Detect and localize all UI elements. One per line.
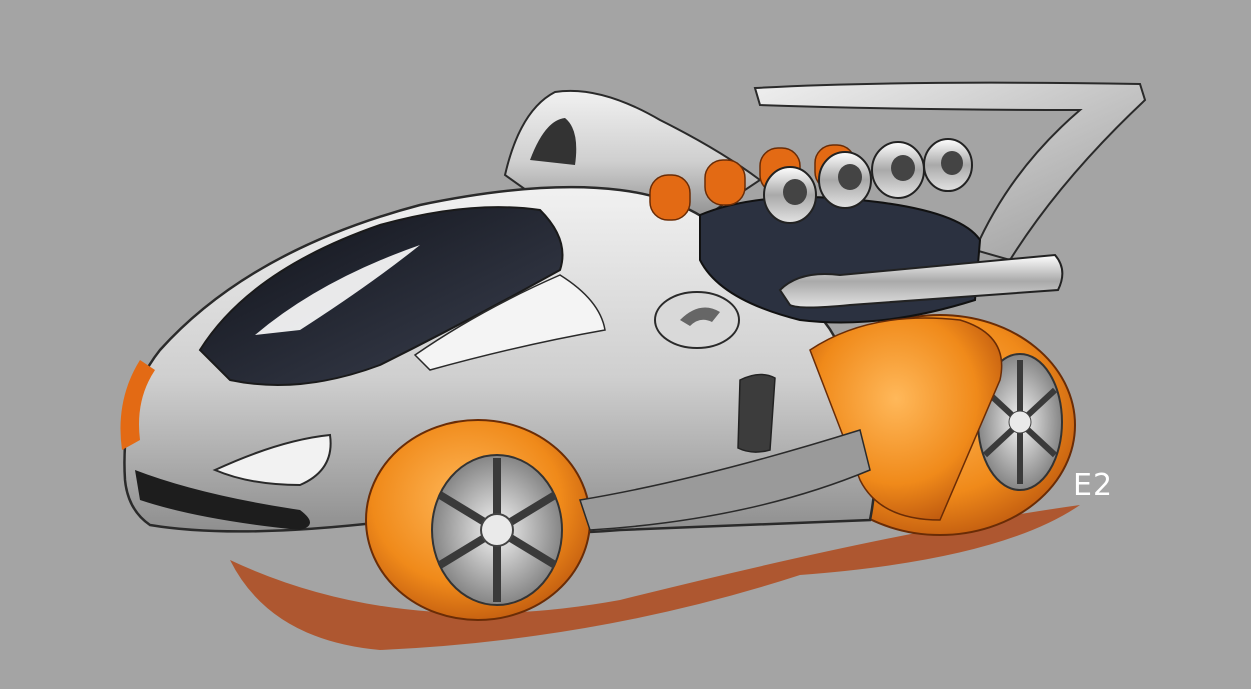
side-skirt xyxy=(579,429,871,531)
windshield-highlight xyxy=(255,245,420,335)
windshield xyxy=(198,206,564,386)
sketch-label: E2 xyxy=(1073,468,1114,503)
front-left-tire xyxy=(120,360,155,450)
headlight xyxy=(212,433,332,487)
fin-intake xyxy=(530,118,577,165)
side-window xyxy=(413,274,606,371)
exhaust-pipe xyxy=(778,253,1064,309)
side-vent xyxy=(737,373,776,453)
front-grille xyxy=(135,470,310,530)
